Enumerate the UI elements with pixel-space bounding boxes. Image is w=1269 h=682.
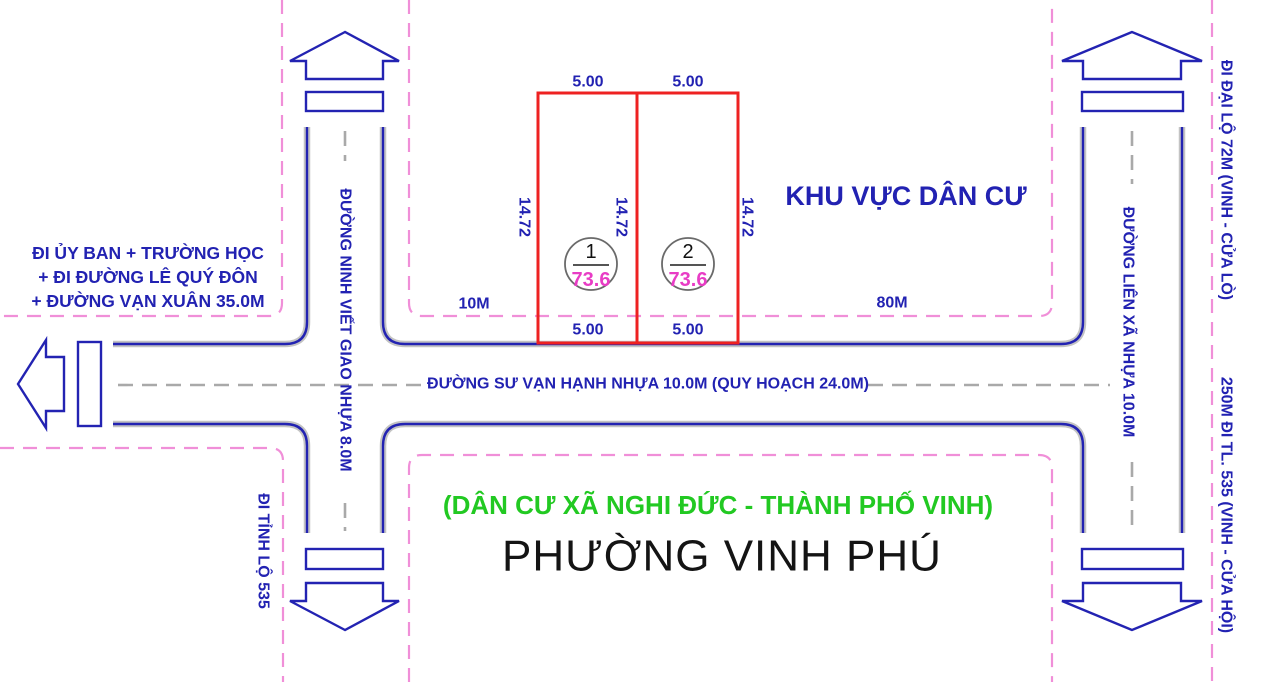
road-name-lien-xa: ĐƯỜNG LIÊN XÃ NHỰA 10.0M — [1120, 207, 1140, 438]
plot-1-badge: 1 73.6 — [564, 237, 618, 291]
south-arrow-right-road-icon — [1061, 581, 1203, 632]
road-names: ĐƯỜNG NINH VIẾT GIAO NHỰA 8.0M ĐƯỜNG SƯ … — [337, 188, 1140, 471]
dim-width-top-plot2: 5.00 — [672, 74, 703, 91]
dim-width-bottom-plot2: 5.00 — [672, 322, 703, 339]
dimension-labels: 5.00 5.00 5.00 5.00 14.72 14.72 14.72 10… — [458, 74, 907, 339]
planning-boundaries — [0, 0, 1214, 682]
road-name-ninh-viet-giao: ĐƯỜNG NINH VIẾT GIAO NHỰA 8.0M — [337, 188, 356, 471]
plot-2-area: 73.6 — [669, 269, 708, 291]
dim-depth-middle: 14.72 — [613, 197, 630, 237]
dim-offset-right: 80M — [876, 295, 907, 312]
road-centerlines — [118, 131, 1134, 531]
dim-offset-left: 10M — [458, 296, 489, 313]
south-arrow-left-road-icon — [289, 581, 400, 632]
left-direction-line1: ĐI ỦY BAN + TRƯỜNG HỌC — [32, 242, 264, 263]
residential-area-label: KHU VỰC DÂN CƯ — [785, 180, 1027, 211]
note-di-tinh-lo-535: ĐI TỈNH LỘ 535 — [255, 493, 274, 609]
ward-title: PHƯỜNG VINH PHÚ — [502, 532, 942, 581]
road-break-bar-left-bottom — [304, 547, 385, 571]
dim-width-top-plot1: 5.00 — [572, 74, 603, 91]
boundary-bottom-left-block — [0, 446, 285, 682]
boundary-top-left-block — [0, 0, 284, 318]
left-direction-block: ĐI ỦY BAN + TRƯỜNG HỌC + ĐI ĐƯỜNG LÊ QUÝ… — [31, 242, 264, 311]
boundary-top-center-block — [407, 0, 1054, 318]
left-direction-line2: + ĐI ĐƯỜNG LÊ QUÝ ĐÔN — [38, 266, 258, 287]
dim-depth-left: 14.72 — [516, 197, 533, 237]
road-break-bar-west — [76, 340, 103, 428]
plot-2-id: 2 — [682, 241, 693, 263]
margin-notes: ĐI TỈNH LỘ 535 ĐI ĐẠI LỘ 72M (VINH - CỬA… — [255, 60, 1237, 633]
commune-subtitle: (DÂN CƯ XÃ NGHI ĐỨC - THÀNH PHỐ VINH) — [443, 490, 993, 520]
road-break-bar-left-top — [304, 90, 385, 113]
left-direction-line3: + ĐƯỜNG VẠN XUÂN 35.0M — [31, 290, 264, 311]
west-arrow-icon — [16, 335, 66, 433]
road-name-su-van-hanh: ĐƯỜNG SƯ VẠN HẠNH NHỰA 10.0M (QUY HOẠCH … — [427, 374, 869, 393]
road-symbols — [16, 30, 1203, 632]
road-break-bar-right-bottom — [1080, 547, 1185, 571]
north-arrow-left-road-icon — [289, 30, 400, 81]
dim-width-bottom-plot1: 5.00 — [572, 322, 603, 339]
note-di-dai-lo-72m: ĐI ĐẠI LỘ 72M (VINH - CỬA LÒ) — [1218, 60, 1237, 300]
dim-depth-right: 14.72 — [739, 197, 756, 237]
plot-1-area: 73.6 — [572, 269, 611, 291]
road-break-bar-right-top — [1080, 90, 1185, 113]
land-plots — [536, 91, 740, 345]
boundary-bottom-center-block — [407, 453, 1054, 682]
note-250m-di-tl-535: 250M ĐI TL. 535 (VINH - CỬA HỘI) — [1218, 377, 1237, 633]
north-arrow-right-road-icon — [1061, 30, 1203, 81]
plot-2-badge: 2 73.6 — [661, 237, 715, 291]
title-block: (DÂN CƯ XÃ NGHI ĐỨC - THÀNH PHỐ VINH) PH… — [443, 490, 993, 581]
plot-1-id: 1 — [585, 241, 596, 263]
